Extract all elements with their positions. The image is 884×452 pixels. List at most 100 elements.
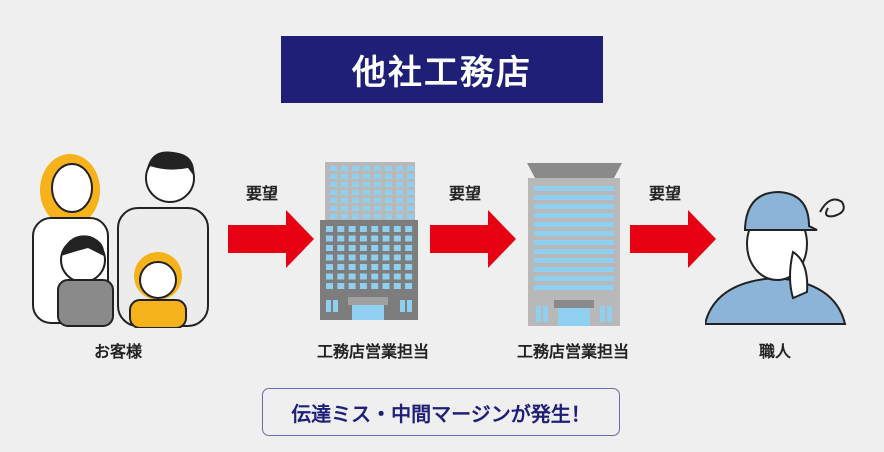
- window: [374, 190, 381, 195]
- window: [326, 235, 333, 242]
- window: [330, 206, 337, 211]
- window: [393, 273, 401, 280]
- window: [326, 264, 333, 270]
- window-band: [534, 186, 614, 191]
- window: [363, 182, 370, 187]
- title-text: 他社工務店: [352, 53, 532, 93]
- window-band: [534, 285, 614, 290]
- window-band: [534, 204, 614, 209]
- window: [352, 214, 359, 219]
- window: [337, 235, 345, 242]
- window: [363, 206, 370, 211]
- window: [326, 283, 333, 289]
- window: [337, 283, 345, 289]
- window: [330, 198, 337, 203]
- window: [405, 245, 413, 251]
- window: [374, 166, 381, 171]
- window: [352, 182, 359, 187]
- window: [382, 254, 390, 261]
- window: [385, 198, 392, 203]
- node-label-customer: お客様: [93, 342, 142, 361]
- window: [341, 190, 348, 195]
- window: [405, 264, 413, 270]
- window: [337, 245, 345, 251]
- window: [363, 198, 370, 203]
- window-band: [534, 213, 614, 218]
- node-label-sales-1: 工務店営業担当: [316, 342, 429, 361]
- window: [374, 182, 381, 187]
- window: [359, 226, 367, 232]
- window: [337, 264, 345, 270]
- window: [341, 198, 348, 203]
- window: [359, 245, 367, 251]
- window: [348, 264, 356, 270]
- window: [382, 235, 390, 242]
- warning-text: 伝達ミス・中間マージンが発生！: [291, 401, 591, 426]
- window: [405, 226, 413, 232]
- window: [385, 174, 392, 179]
- window: [363, 190, 370, 195]
- window: [393, 245, 401, 251]
- window: [374, 198, 381, 203]
- window: [326, 254, 333, 261]
- window: [352, 190, 359, 195]
- window: [363, 166, 370, 171]
- window: [396, 174, 403, 179]
- window: [396, 182, 403, 187]
- window: [352, 174, 359, 179]
- window: [348, 235, 356, 242]
- window: [348, 245, 356, 251]
- arrow-label: 要望: [245, 184, 278, 203]
- window: [330, 190, 337, 195]
- window: [359, 235, 367, 242]
- window-band: [534, 240, 614, 245]
- window: [337, 226, 345, 232]
- window: [363, 214, 370, 219]
- warning-note: 伝達ミス・中間マージンが発生！: [262, 388, 620, 436]
- window: [371, 226, 379, 232]
- window: [405, 273, 413, 280]
- window: [405, 283, 413, 289]
- building-icon: [320, 162, 418, 320]
- arrow-label: 要望: [648, 184, 681, 203]
- title-banner: 他社工務店: [281, 36, 603, 103]
- window: [407, 198, 414, 203]
- window: [374, 206, 381, 211]
- window: [348, 273, 356, 280]
- window: [341, 214, 348, 219]
- window: [407, 206, 414, 211]
- window: [371, 245, 379, 251]
- node-label-sales-2: 工務店営業担当: [516, 342, 629, 361]
- window: [385, 166, 392, 171]
- window: [363, 174, 370, 179]
- window: [374, 174, 381, 179]
- window: [348, 254, 356, 261]
- window: [330, 214, 337, 219]
- window: [352, 166, 359, 171]
- window-band: [534, 231, 614, 236]
- window: [385, 206, 392, 211]
- window: [371, 264, 379, 270]
- window: [352, 206, 359, 211]
- worker-icon: [705, 190, 847, 325]
- window: [382, 273, 390, 280]
- arrow-label: 要望: [448, 184, 481, 203]
- window: [330, 174, 337, 179]
- window: [359, 273, 367, 280]
- window: [374, 214, 381, 219]
- window: [341, 182, 348, 187]
- window: [393, 235, 401, 242]
- window-band: [534, 249, 614, 254]
- window: [371, 283, 379, 289]
- window: [337, 254, 345, 261]
- window: [407, 182, 414, 187]
- window: [393, 264, 401, 270]
- window: [348, 283, 356, 289]
- window: [341, 206, 348, 211]
- window: [330, 182, 337, 187]
- window: [348, 226, 356, 232]
- window: [407, 214, 414, 219]
- family-icon: [32, 151, 209, 328]
- window: [385, 182, 392, 187]
- window: [371, 254, 379, 261]
